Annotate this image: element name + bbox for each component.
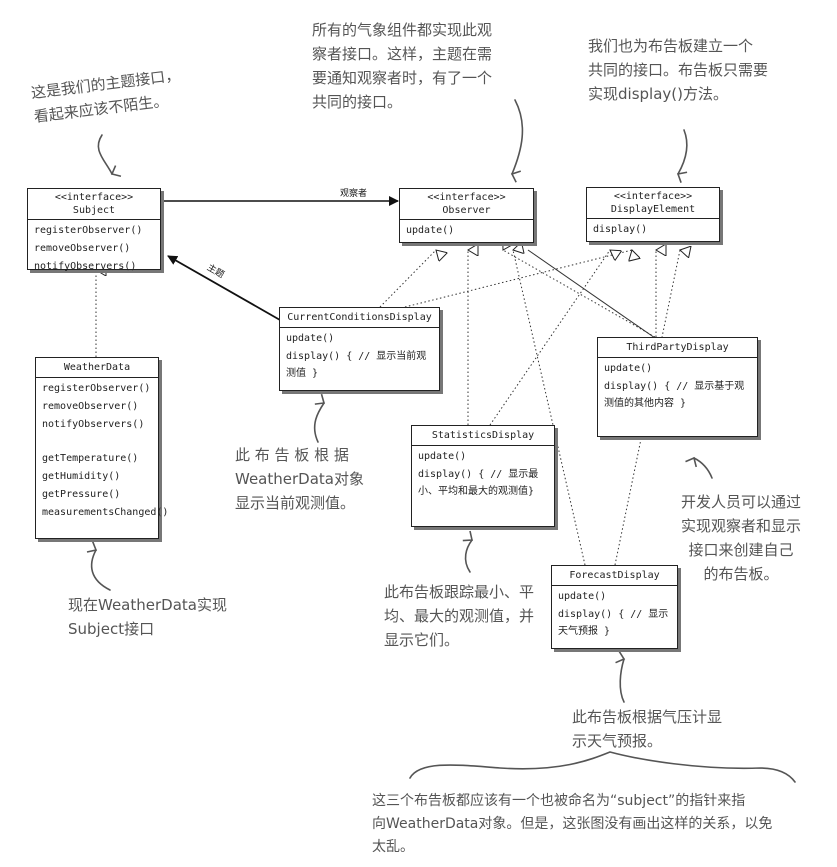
association-subject <box>167 255 281 321</box>
pointer-forecast <box>615 650 626 703</box>
observer-note: 所有的气象组件都实现此观 察者接口。这样，主题在需 要通知观察者时，有了一个 共… <box>312 21 493 111</box>
weather-data-method: getTemperature() <box>42 453 139 464</box>
realize-current-display <box>404 250 632 308</box>
statistics-name: StatisticsDisplay <box>412 426 554 446</box>
display-element-interface[interactable]: <<interface>> DisplayElement display() <box>586 187 720 242</box>
subject-method: notifyObservers() <box>34 261 137 272</box>
pointer-thirdparty <box>685 456 713 479</box>
forecast-display-class[interactable]: ForecastDisplay update() display() { // … <box>551 565 678 649</box>
display-element-name: DisplayElement <box>610 204 696 215</box>
weather-data-method: notifyObservers() <box>42 419 145 430</box>
statistics-display-class[interactable]: StatisticsDisplay update() display() { /… <box>411 425 555 527</box>
statistics-method: update() <box>418 451 467 462</box>
current-note: 此 布 告 板 根 据 WeatherData对象 显示当前观测值。 <box>235 446 364 512</box>
pointer-stats <box>462 530 473 573</box>
weather-data-method: removeObserver() <box>42 401 139 412</box>
third-party-display-class[interactable]: ThirdPartyDisplay update() display() { /… <box>597 337 758 437</box>
subject-name: Subject <box>72 205 116 216</box>
pointer-weather <box>86 541 111 591</box>
third-party-method: display() { // 显示基于观测值的其他内容 } <box>604 381 745 409</box>
third-party-method: update() <box>604 363 653 374</box>
realize-forecast-observer <box>513 250 586 566</box>
forecast-method: update() <box>558 591 607 602</box>
forecast-name: ForecastDisplay <box>552 566 677 586</box>
weather-data-method: registerObserver() <box>42 383 151 394</box>
third-party-name: ThirdPartyDisplay <box>598 338 757 358</box>
bottom-brace <box>409 751 796 783</box>
subject-interface[interactable]: <<interface>> Subject registerObserver()… <box>27 188 161 272</box>
pointer-observer <box>510 99 524 183</box>
weather-note: 现在WeatherData实现 Subject接口 <box>68 596 227 638</box>
thirdparty-note: 开发人员可以通过 实现观察者和显示 接口来创建自己 的布告板。 <box>681 493 802 583</box>
forecast-method: display() { // 显示天气预报 } <box>558 609 669 637</box>
observer-stereotype: <<interface>> <box>427 192 506 203</box>
weather-data-method: measurementsChanged() <box>42 507 169 518</box>
weather-data-method: getPressure() <box>42 489 121 500</box>
realize-third-observer <box>503 250 656 338</box>
forecast-note: 此布告板根据气压计显 示天气预报。 <box>572 708 723 750</box>
current-conditions-method: update() <box>286 333 335 344</box>
observer-interface[interactable]: <<interface>> Observer update() <box>399 188 534 243</box>
realize-current-observer <box>379 250 436 308</box>
bottom-note: 这三个布告板都应该有一个也被命名为“subject”的指针来指 向Weather… <box>372 793 773 855</box>
current-conditions-name: CurrentConditionsDisplay <box>280 308 439 328</box>
realize-stats-display <box>489 250 610 426</box>
pointer-subject <box>97 134 122 178</box>
statistics-note: 此布告板跟踪最小、平 均、最大的观测值，并 显示它们。 <box>384 583 535 649</box>
label-observers: 观察者 <box>340 189 368 199</box>
current-conditions-method: display() { // 显示当前观测值 } <box>286 351 427 379</box>
statistics-method: display() { // 显示最小、平均和最大的观测值} <box>418 469 539 497</box>
weather-data-name: WeatherData <box>36 358 158 378</box>
pointer-current <box>313 393 326 443</box>
current-conditions-display-class[interactable]: CurrentConditionsDisplay update() displa… <box>279 307 440 391</box>
subject-stereotype: <<interface>> <box>54 192 134 203</box>
observer-name: Observer <box>442 205 491 216</box>
observer-method: update() <box>406 225 455 236</box>
subject-method: registerObserver() <box>34 225 143 236</box>
display-note: 我们也为布告板建立一个 共同的接口。布告板只需要 实现display()方法。 <box>588 37 769 103</box>
subject-method: removeObserver() <box>34 243 131 254</box>
weather-data-class[interactable]: WeatherData registerObserver() removeObs… <box>35 357 169 539</box>
pointer-display <box>676 129 688 183</box>
weather-data-method: getHumidity() <box>42 471 121 482</box>
display-element-method: display() <box>593 224 648 235</box>
display-element-stereotype: <<interface>> <box>613 191 693 202</box>
